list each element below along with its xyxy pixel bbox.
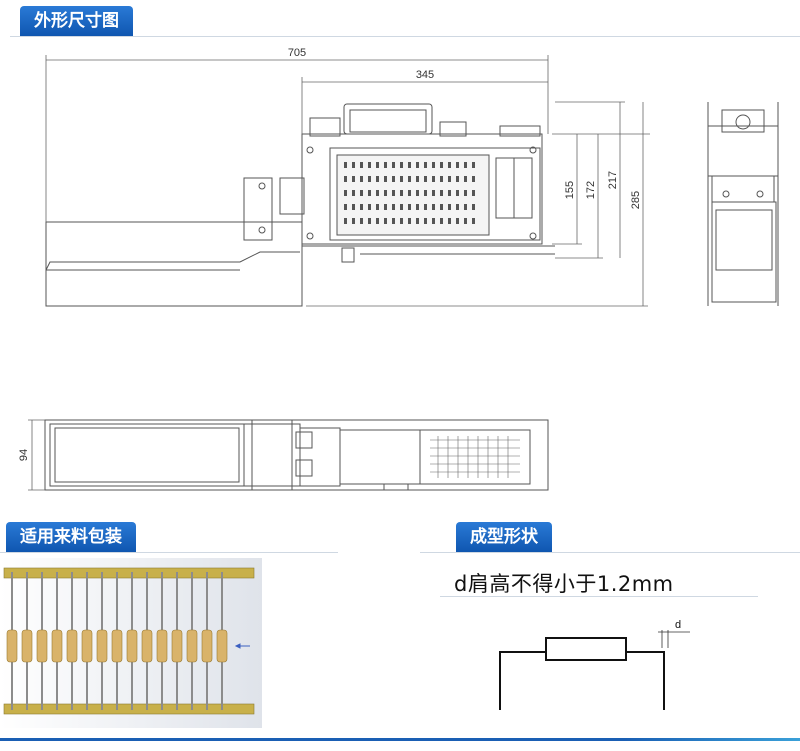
side-view [707,102,779,306]
dim-172: 172 [585,181,597,199]
forming-shape-drawing: d [499,619,690,710]
section-tag-packaging: 适用来料包装 [6,522,136,552]
perforation-dots [344,162,475,224]
front-tray [45,221,303,307]
dim-217: 217 [607,171,619,189]
tape-bottom [3,703,255,715]
bottom-rule [0,738,800,741]
section-tag-forming: 成型形状 [456,522,552,552]
dimension-drawing: 705 345 155 172 217 285 [18,47,779,491]
dim-94: 94 [18,449,30,461]
dim-285: 285 [630,191,642,209]
top-view [44,419,549,491]
feed-arrow-icon [234,643,250,649]
section-rule-packaging [0,552,338,553]
dim-155: 155 [564,181,576,199]
top-view-comb [430,436,520,478]
forming-body [545,637,627,661]
section-tag-dimensions: 外形尺寸图 [20,6,133,36]
section-rule-top [10,36,800,37]
front-bracket [243,177,273,241]
front-handle [343,103,433,135]
forming-lead-left [499,651,546,710]
tape-packaging-illustration [0,558,262,728]
tape-top [3,567,255,579]
forming-lead-right [626,651,665,710]
dim-345: 345 [416,69,434,81]
d-dimension-marker [658,630,690,648]
forming-note: d肩高不得小于1.2mm [454,572,674,596]
component-bodies [6,629,228,663]
d-label: d [675,619,681,631]
forming-note-underline [440,596,758,597]
section-rule-forming [420,552,800,553]
dim-705: 705 [288,47,306,59]
front-screws [258,146,537,240]
